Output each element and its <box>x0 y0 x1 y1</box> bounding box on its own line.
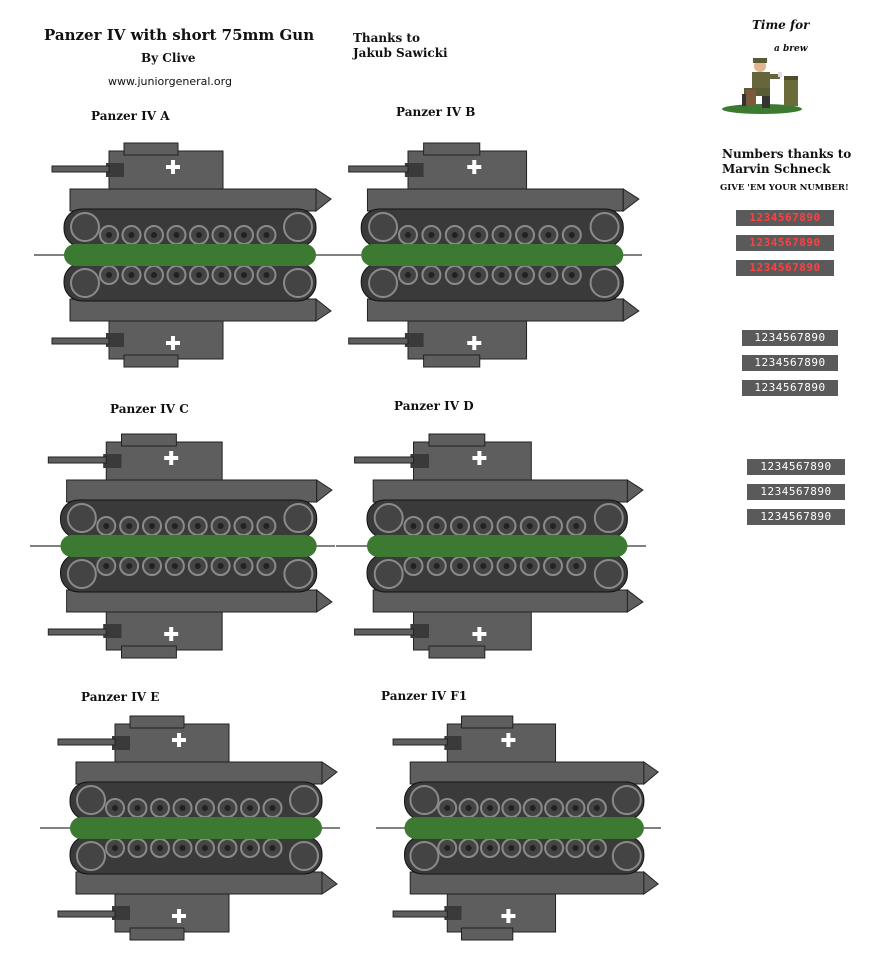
numbers-thanks-line-1: Numbers thanks to <box>722 147 852 161</box>
tank-label-a: Panzer IV A <box>91 109 170 123</box>
tank-figure-b <box>330 142 642 368</box>
thanks-line-2: Jakub Sawicki <box>353 46 448 60</box>
brew-caption-1: Time for <box>752 18 810 32</box>
tank-figure-c <box>30 433 335 659</box>
number-strip-white-4: 1234567890 <box>747 459 845 475</box>
tank-label-d: Panzer IV D <box>394 399 474 413</box>
tank-figure-d <box>336 433 646 659</box>
numbers-thanks-line-2: Marvin Schneck <box>722 162 831 176</box>
number-strip-red-1: 1234567890 <box>736 210 834 226</box>
thanks-block: Thanks to Jakub Sawicki <box>353 31 448 61</box>
tank-figure-a <box>34 142 334 368</box>
brew-caption-2: a brew <box>774 44 808 54</box>
number-strip-white-1: 1234567890 <box>742 330 838 346</box>
number-strip-white-6: 1234567890 <box>747 509 845 525</box>
page-title: Panzer IV with short 75mm Gun <box>44 26 315 44</box>
number-strip-white-5: 1234567890 <box>747 484 845 500</box>
author-byline: By Clive <box>141 51 196 65</box>
tank-label-e: Panzer IV E <box>81 690 160 704</box>
give-number-caption: GIVE 'EM YOUR NUMBER! <box>720 183 849 193</box>
tank-label-b: Panzer IV B <box>396 105 476 119</box>
number-strip-red-2: 1234567890 <box>736 235 834 251</box>
tank-figure-e <box>40 715 340 941</box>
number-strip-white-2: 1234567890 <box>742 355 838 371</box>
number-strip-red-3: 1234567890 <box>736 260 834 276</box>
site-url: www.juniorgeneral.org <box>108 75 232 88</box>
number-strip-white-3: 1234567890 <box>742 380 838 396</box>
tank-label-f1: Panzer IV F1 <box>381 689 468 703</box>
soldier-drinking-icon <box>722 58 802 114</box>
brew-illustration: Time for a brew <box>722 14 822 114</box>
tank-figure-f1 <box>376 715 661 941</box>
thanks-line-1: Thanks to <box>353 31 420 45</box>
numbers-thanks: Numbers thanks to Marvin Schneck <box>722 147 851 177</box>
tank-label-c: Panzer IV C <box>110 402 189 416</box>
